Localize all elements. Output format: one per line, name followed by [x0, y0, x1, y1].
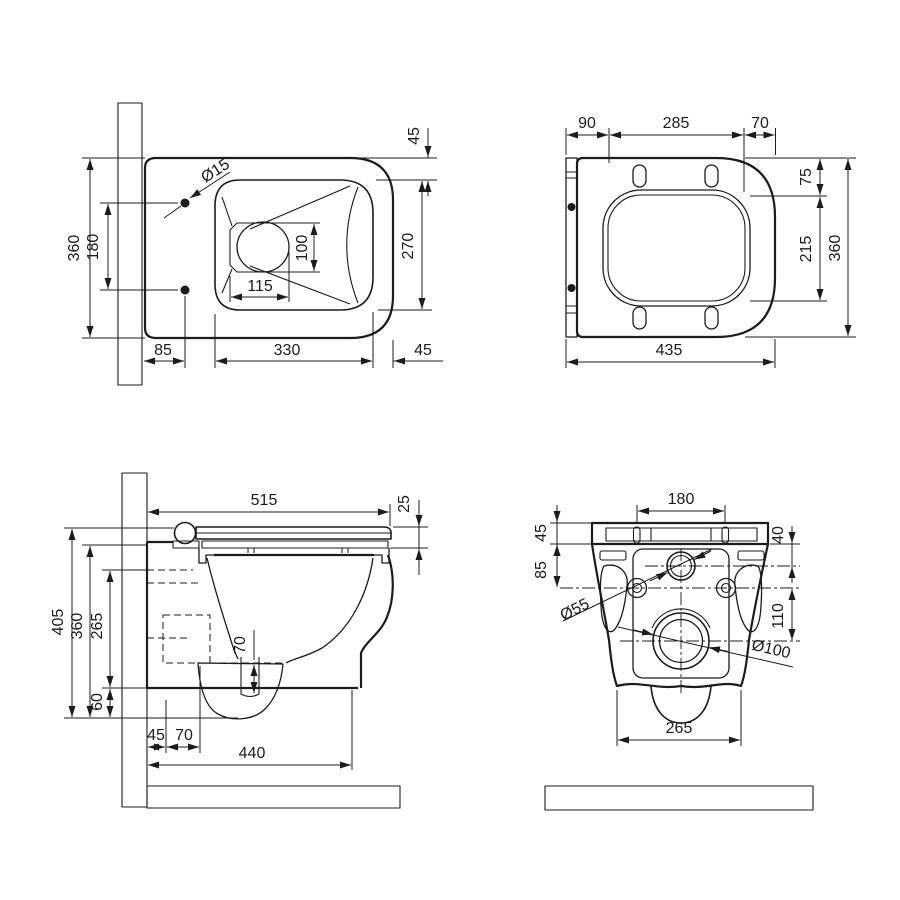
bowl-funnel-lines — [221, 185, 359, 305]
bowl-inner-profile — [206, 557, 374, 664]
dim-label-hole-spacing: 180 — [85, 234, 102, 261]
dim-label-drain-depth: 100 — [294, 235, 311, 262]
dim-label-outlet-axis-drop: 110 — [770, 603, 787, 629]
bolt-hole-left-inner — [631, 582, 643, 594]
wing-slot-right — [737, 550, 765, 561]
dim-label-bolt-spacing: 180 — [668, 491, 695, 508]
mount-plate — [590, 521, 770, 546]
hinge-pin-right — [721, 526, 730, 544]
seat-bumpers — [247, 548, 349, 553]
floor-hatch — [544, 785, 814, 811]
fixing-hole-top — [180, 198, 190, 208]
outlet-hole-inner — [658, 618, 704, 664]
strip-hole-bottom — [567, 284, 576, 292]
mount-strip — [565, 157, 578, 338]
body-outline — [145, 540, 394, 690]
dim-drain-width — [229, 252, 290, 302]
dim-label-overall-depth: 360 — [66, 235, 83, 262]
dim-label-inlet-diameter: Ø55 — [558, 596, 593, 625]
seat-profile — [201, 540, 389, 549]
center-lines — [560, 548, 800, 696]
seat-top-view: 90 285 70 75 215 360 435 — [565, 115, 856, 368]
dim-label-overall-height: 405 — [50, 609, 67, 636]
dim-label-opening-depth: 215 — [798, 236, 815, 263]
hinge-knob — [173, 521, 197, 545]
dim-extension-lines — [64, 504, 428, 770]
dim-label-inlet-channel-height: 265 — [89, 613, 106, 640]
trap-water — [197, 662, 284, 720]
bolt-hole-right-inner — [720, 582, 732, 594]
inlet-hole-outer — [666, 551, 696, 581]
dim-label-seat-overall-length: 435 — [656, 342, 683, 359]
dim-label-body-height: 360 — [69, 613, 86, 640]
top-view: 45 270 85 330 45 360 180 Ø15 100 — [66, 102, 443, 386]
mount-plate-recess — [605, 527, 758, 542]
rim-inner-outline — [214, 179, 374, 311]
wing-cutout-right — [734, 564, 763, 633]
outlet-hole-outer — [652, 612, 710, 670]
dim-label-seat-overall-depth: 360 — [827, 235, 844, 262]
seat-opening-outer — [602, 189, 751, 307]
outlet-shoulder-arc — [651, 608, 711, 629]
dim-label-rim-inner-depth: 270 — [400, 233, 417, 260]
dim-label-overall-projection: 515 — [251, 492, 278, 509]
dim-label-drain-width: 115 — [247, 278, 273, 295]
dim-label-rim-right-offset: 45 — [414, 342, 432, 359]
dim-label-hole-wall-offset: 85 — [154, 342, 172, 359]
dim-label-water-depth: 70 — [232, 636, 249, 654]
dim-label-hinge-zone: 90 — [578, 115, 596, 132]
inlet-hole-inner — [669, 554, 693, 578]
leader-inlet-diameter — [562, 548, 713, 622]
dim-label-front-edge: 70 — [751, 115, 769, 132]
dim-label-opening-top-offset: 75 — [798, 168, 815, 186]
outlet-dome — [650, 685, 712, 724]
dim-label-trap-wall-offset: 45 — [147, 727, 165, 744]
hidden-lines — [147, 569, 211, 664]
dim-extension-lines — [565, 128, 856, 368]
leader-outlet-diameter — [617, 626, 794, 668]
wall-hatch — [117, 102, 143, 386]
mount-strip-ticks — [566, 171, 577, 314]
lid-profile — [195, 526, 392, 540]
dim-label-rim-inner-length: 330 — [274, 342, 301, 359]
dim-extension-lines — [82, 157, 437, 368]
bolt-hole-right — [715, 577, 737, 599]
center-panel — [632, 548, 730, 679]
bolt-hole-left — [626, 577, 648, 599]
drain-hole — [236, 221, 290, 273]
bowl-outline — [143, 156, 395, 340]
rear-view: Ø55 Ø100 180 45 85 40 110 265 — [533, 491, 814, 811]
floor-hatch — [146, 785, 401, 809]
hinge-pin-left — [632, 526, 641, 544]
dim-label-body-projection: 440 — [239, 745, 266, 762]
wing-slot-left — [599, 550, 627, 561]
seat-outline — [575, 156, 777, 339]
dim-label-trap-channel-width: 70 — [175, 727, 193, 744]
drain-box — [229, 222, 258, 273]
strip-hole-top — [567, 203, 576, 211]
dim-label-inlet-axis-drop: 40 — [770, 526, 787, 544]
fixing-hole-bottom — [180, 285, 190, 295]
dim-label-bolt-axis-drop: 85 — [533, 561, 550, 579]
dim-label-bottom-clearance: 60 — [89, 693, 106, 711]
seat-opening-inner — [607, 194, 746, 302]
wing-cutout-left — [599, 564, 628, 633]
dim-label-rim-top-offset: 45 — [406, 127, 423, 145]
rear-body-outline — [590, 543, 770, 689]
wall-hatch — [121, 472, 148, 808]
seat-slots — [632, 164, 719, 330]
dim-label-mount-plate-height: 45 — [533, 524, 550, 542]
dim-label-opening-length: 285 — [663, 115, 690, 132]
side-view: 70 515 25 405 360 265 60 45 70 440 — [50, 472, 428, 809]
trap-weir — [240, 657, 260, 698]
leader-hole-diameter — [163, 171, 231, 219]
hinge-base — [172, 540, 200, 549]
dim-label-base-width: 265 — [666, 720, 693, 737]
dim-label-seat-thickness: 25 — [396, 495, 413, 513]
mount-plate-window — [650, 527, 712, 542]
